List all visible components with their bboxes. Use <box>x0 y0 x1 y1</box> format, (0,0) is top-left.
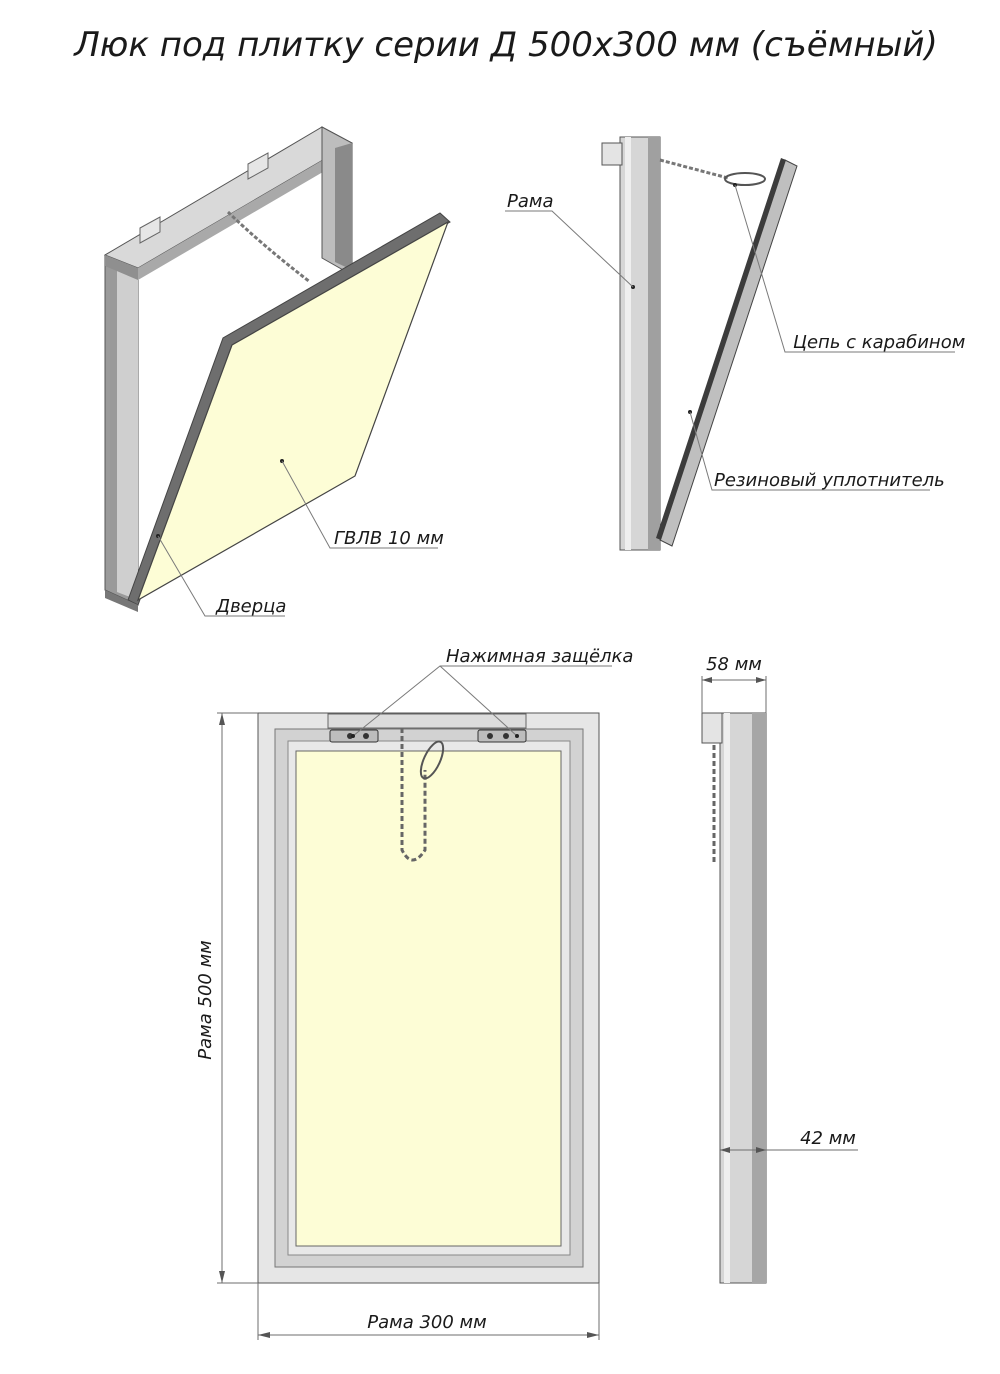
side-view-closed <box>701 712 767 1284</box>
depth-frame-label: 42 мм <box>800 1128 856 1149</box>
dimension-depth-total <box>701 676 767 713</box>
depth-total-label: 58 мм <box>706 654 762 675</box>
board-callout: ГВЛВ 10 мм <box>334 528 444 549</box>
frame-height-label: Рама 500 мм <box>195 940 216 1059</box>
door-callout: Дверца <box>215 596 286 617</box>
door-board <box>136 220 450 602</box>
isometric-view <box>103 126 451 617</box>
dimension-frame-width <box>257 1283 600 1340</box>
chain-callout: Цепь с карабином <box>793 332 965 353</box>
drawing-title: Люк под плитку серии Д 500х300 мм (съёмн… <box>72 25 938 65</box>
latch-callout: Нажимная защёлка <box>446 646 633 667</box>
front-board <box>295 750 562 1247</box>
seal-callout: Резиновый уплотнитель <box>714 470 945 491</box>
side-view-open <box>505 136 955 551</box>
frame-callout: Рама <box>507 191 554 212</box>
frame-width-label: Рама 300 мм <box>367 1312 486 1333</box>
front-view <box>257 665 612 1284</box>
dimension-frame-height <box>217 712 258 1284</box>
dimension-depth-frame <box>720 1147 858 1153</box>
